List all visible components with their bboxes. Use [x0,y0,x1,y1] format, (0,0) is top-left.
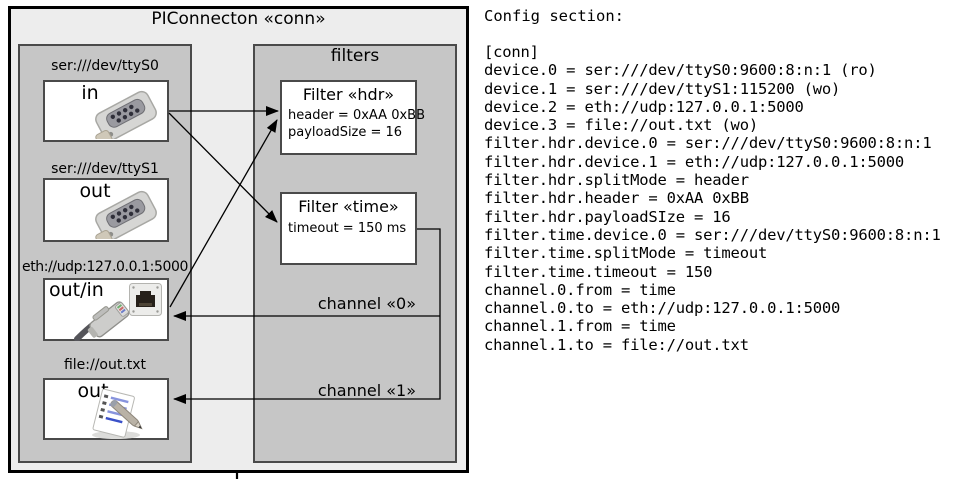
config-text: [conn] device.0 = ser:///dev/ttyS0:9600:… [484,43,941,354]
filter-attribute: payloadSize = 16 [288,125,403,140]
serial-connector-icon [95,190,157,239]
config-heading: Config section: [484,7,624,25]
ethernet-plug-icon [74,301,130,341]
device-port-label: out [79,180,111,202]
channel-0-label: channel «0» [317,294,416,313]
rj45-port-icon [129,283,162,316]
filters-panel-title: filters [330,46,380,66]
serial-connector-icon [95,90,157,139]
device-box-ttys1: out [43,178,169,242]
device-box-file: out [43,378,169,440]
device-box-ttys0: in [43,80,169,142]
device-port-label: in [81,82,99,104]
filter-box-hdr: Filter «hdr» header = 0xAA 0xBB payloadS… [280,80,425,155]
notepad-icon [92,388,143,439]
diagram-title: PIConnecton «conn» [151,9,326,29]
device-port-label: out/in [49,279,104,301]
filter-title: Filter «time» [298,197,399,216]
device-label-eth: eth://udp:127.0.0.1:5000 [21,259,189,275]
device-label-ttys0: ser:///dev/ttyS0 [51,58,159,74]
device-box-eth: out/in [43,278,169,341]
filter-box-time: Filter «time» timeout = 150 ms [280,192,417,265]
filter-attribute: timeout = 150 ms [288,221,407,236]
device-label-file: file://out.txt [63,357,147,373]
device-label-ttys1: ser:///dev/ttyS1 [51,161,159,177]
channel-1-label: channel «1» [317,381,416,400]
filter-attribute: header = 0xAA 0xBB [288,108,426,123]
filter-title: Filter «hdr» [302,85,395,104]
